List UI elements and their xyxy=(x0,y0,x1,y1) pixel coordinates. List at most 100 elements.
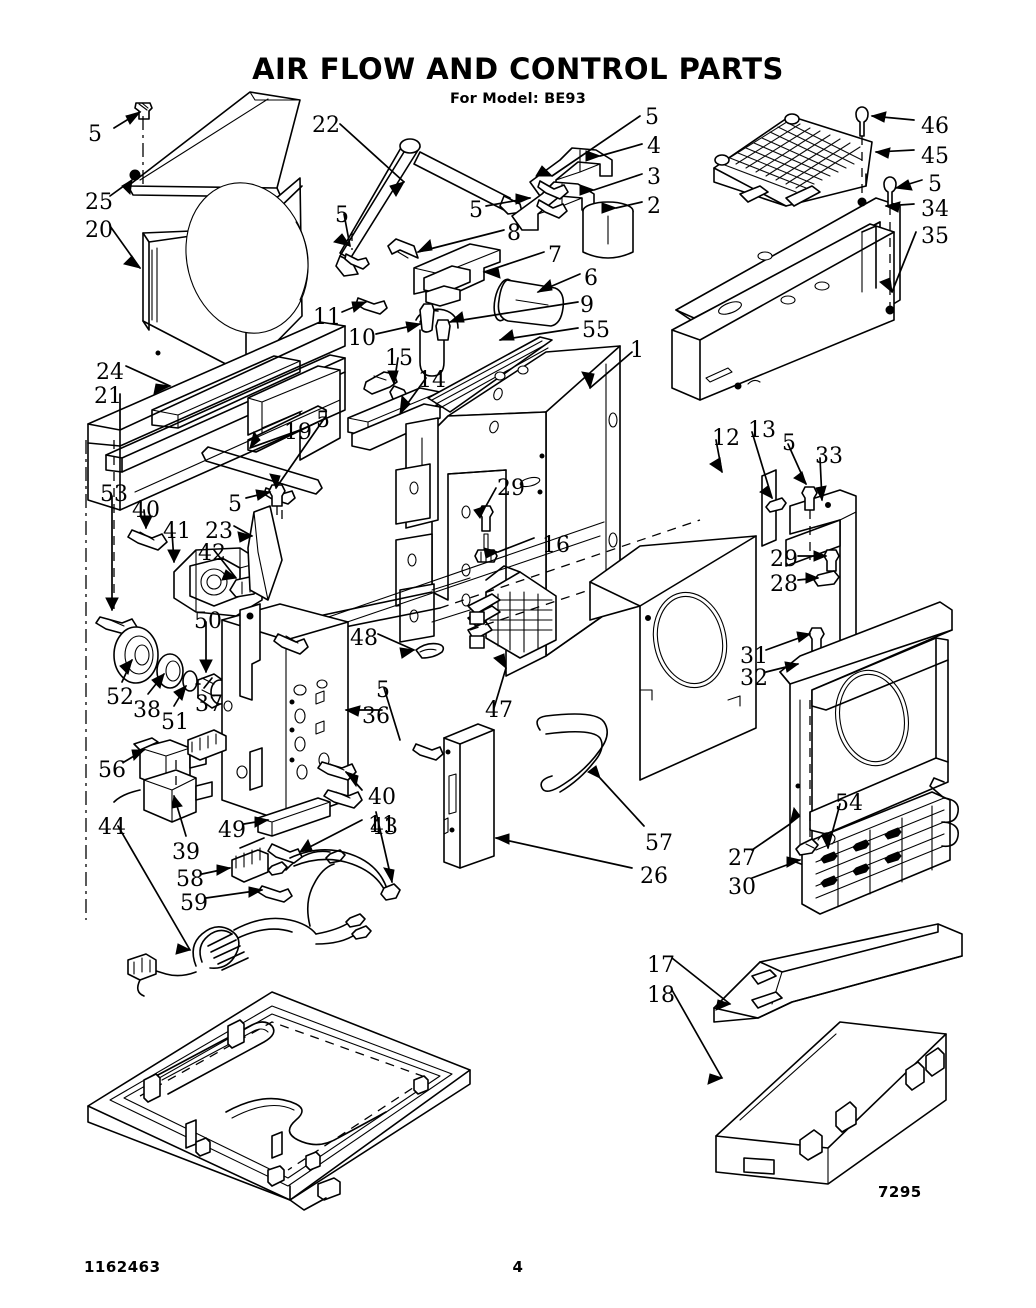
callout-number-5: 5 xyxy=(469,198,483,223)
callout-number-8: 8 xyxy=(507,221,521,246)
callout-number-52: 52 xyxy=(106,685,134,710)
callout-number-39: 39 xyxy=(172,840,200,865)
page-number: 4 xyxy=(512,1258,524,1276)
callout-number-14: 14 xyxy=(418,368,446,393)
callout-number-15: 15 xyxy=(385,346,413,371)
callout-number-49: 49 xyxy=(218,818,246,843)
callout-number-4: 4 xyxy=(647,134,661,159)
part-54-30-coil xyxy=(795,700,960,915)
callout-number-19: 19 xyxy=(284,420,312,445)
callout-number-51: 51 xyxy=(161,710,189,735)
part-14-bracket xyxy=(263,387,441,520)
parts-6-7-8 xyxy=(387,238,565,327)
callout-number-5: 5 xyxy=(376,678,390,703)
part-20-fan-shroud xyxy=(127,91,309,383)
base-pan xyxy=(87,991,471,1211)
leader-arrowheads xyxy=(105,111,913,1085)
callout-number-5: 5 xyxy=(316,408,330,433)
callout-number-7: 7 xyxy=(548,243,562,268)
callout-number-57: 57 xyxy=(645,831,673,856)
callout-number-25: 25 xyxy=(85,190,113,215)
callout-number-9: 9 xyxy=(580,293,594,318)
callout-number-10: 10 xyxy=(348,326,376,351)
callout-number-35: 35 xyxy=(921,224,949,249)
sheet-number: 7295 xyxy=(878,1183,922,1201)
callout-number-47: 47 xyxy=(485,698,513,723)
parts-9-55-wire xyxy=(415,303,459,377)
part-47-heatsink xyxy=(467,565,557,659)
callout-number-42: 42 xyxy=(198,541,226,566)
callout-number-48: 48 xyxy=(350,626,378,651)
callout-number-44: 44 xyxy=(98,815,126,840)
callout-number-2: 2 xyxy=(647,194,661,219)
callout-number-3: 3 xyxy=(647,165,661,190)
part-27-fan-frame xyxy=(779,601,953,869)
parts-40b-43-screws xyxy=(317,761,363,809)
callout-number-38: 38 xyxy=(133,698,161,723)
callout-number-29: 29 xyxy=(497,476,525,501)
callout-number-1: 1 xyxy=(630,338,644,363)
parts-17-18-panels xyxy=(713,923,963,1185)
callout-number-28: 28 xyxy=(770,572,798,597)
callout-number-5: 5 xyxy=(228,492,242,517)
callout-number-41: 41 xyxy=(163,519,191,544)
callout-number-37: 37 xyxy=(195,692,223,717)
callout-number-24: 24 xyxy=(96,360,124,385)
part-36-control-console xyxy=(221,603,349,823)
callout-number-45: 45 xyxy=(921,144,949,169)
callout-number-59: 59 xyxy=(180,891,208,916)
callout-number-27: 27 xyxy=(728,846,756,871)
callout-number-50: 50 xyxy=(194,609,222,634)
part-44-power-cord xyxy=(127,843,401,997)
callout-number-34: 34 xyxy=(921,197,949,222)
callout-number-58: 58 xyxy=(176,867,204,892)
callout-number-40: 40 xyxy=(132,498,160,523)
callout-number-32: 32 xyxy=(740,666,768,691)
callout-number-5: 5 xyxy=(335,203,349,228)
callout-number-23: 23 xyxy=(205,519,233,544)
part-57-spring-clip xyxy=(536,713,608,793)
part-number: 1162463 xyxy=(84,1258,161,1276)
callout-number-43: 43 xyxy=(370,815,398,840)
callout-number-20: 20 xyxy=(85,218,113,243)
callout-number-5: 5 xyxy=(928,172,942,197)
callout-number-5: 5 xyxy=(782,431,796,456)
callout-number-53: 53 xyxy=(100,482,128,507)
callout-number-18: 18 xyxy=(647,983,675,1008)
callout-number-30: 30 xyxy=(728,875,756,900)
callout-number-26: 26 xyxy=(640,864,668,889)
callout-number-11: 11 xyxy=(368,813,396,838)
parts-39-56-switches xyxy=(113,729,227,823)
callout-number-56: 56 xyxy=(98,758,126,783)
parts-45-46-grille xyxy=(671,106,901,401)
callout-number-21: 21 xyxy=(94,384,122,409)
callout-number-55: 55 xyxy=(582,318,610,343)
callout-number-11: 11 xyxy=(313,305,341,330)
callout-number-40: 40 xyxy=(368,785,396,810)
parts-58-59-connector xyxy=(231,837,293,903)
part-12-blower-housing xyxy=(589,469,857,781)
callout-number-33: 33 xyxy=(815,444,843,469)
callout-number-12: 12 xyxy=(712,426,740,451)
model-subtitle: For Model: BE93 xyxy=(449,91,587,107)
callout-number-54: 54 xyxy=(835,791,863,816)
part-49-bar xyxy=(257,797,331,837)
callout-number-22: 22 xyxy=(312,113,340,138)
callout-number-5: 5 xyxy=(88,122,102,147)
part-26-access-cover xyxy=(412,723,495,869)
callout-number-16: 16 xyxy=(542,533,570,558)
callout-number-31: 31 xyxy=(740,644,768,669)
callout-number-6: 6 xyxy=(584,266,598,291)
part-22-rod xyxy=(335,138,523,277)
leader-lines xyxy=(109,111,923,1079)
callout-number-17: 17 xyxy=(647,953,675,978)
callout-number-46: 46 xyxy=(921,114,949,139)
parts-2-3-4-bracket-group xyxy=(511,147,634,259)
part-48-clip xyxy=(415,642,445,659)
callout-number-5: 5 xyxy=(645,105,659,130)
callout-number-29: 29 xyxy=(770,547,798,572)
callout-number-36: 36 xyxy=(362,704,390,729)
page-title: AIR FLOW AND CONTROL PARTS xyxy=(252,52,784,86)
